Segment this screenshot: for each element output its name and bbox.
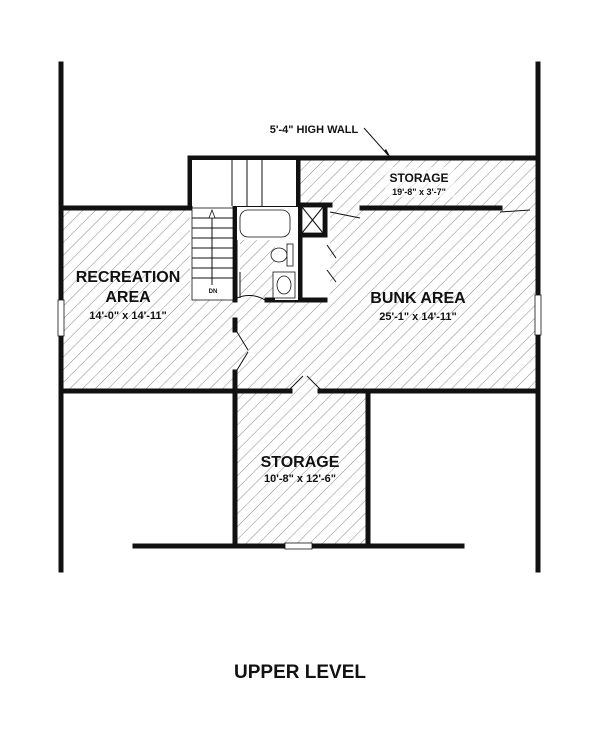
window-south <box>284 542 313 550</box>
room-name-recreation-line2: AREA <box>105 289 151 306</box>
stair-arrow-icon <box>208 208 216 219</box>
stair-dn-label: DN <box>209 289 218 295</box>
toilet-icon <box>270 247 288 263</box>
window-west <box>57 299 65 337</box>
window-east <box>534 294 542 336</box>
room-dims-recreation: 14'-0" x 14'-11" <box>89 310 166 322</box>
plan-title: UPPER LEVEL <box>234 662 366 683</box>
room-name-bunk: BUNK AREA <box>370 290 466 307</box>
room-dims-bunk: 25'-1" x 14'-11" <box>379 311 456 323</box>
leader-line <box>363 127 389 156</box>
wall-note: 5'-4" HIGH WALL <box>270 124 359 136</box>
doors <box>236 209 531 390</box>
staircase: DN <box>191 160 296 301</box>
room-name-storage-top: STORAGE <box>389 171 448 185</box>
hatched-floor <box>61 158 538 546</box>
room-dims-storage-bottom: 10'-8" x 12'-6" <box>264 473 336 485</box>
bathtub-icon <box>239 209 291 238</box>
bathroom <box>236 206 324 301</box>
door-swing <box>236 294 266 301</box>
room-name-storage-bottom: STORAGE <box>261 454 340 471</box>
sink-icon <box>276 275 292 295</box>
room-dims-storage-top: 19'-8" x 3'-7" <box>392 187 446 197</box>
room-name-recreation-line1: RECREATION <box>76 269 181 286</box>
